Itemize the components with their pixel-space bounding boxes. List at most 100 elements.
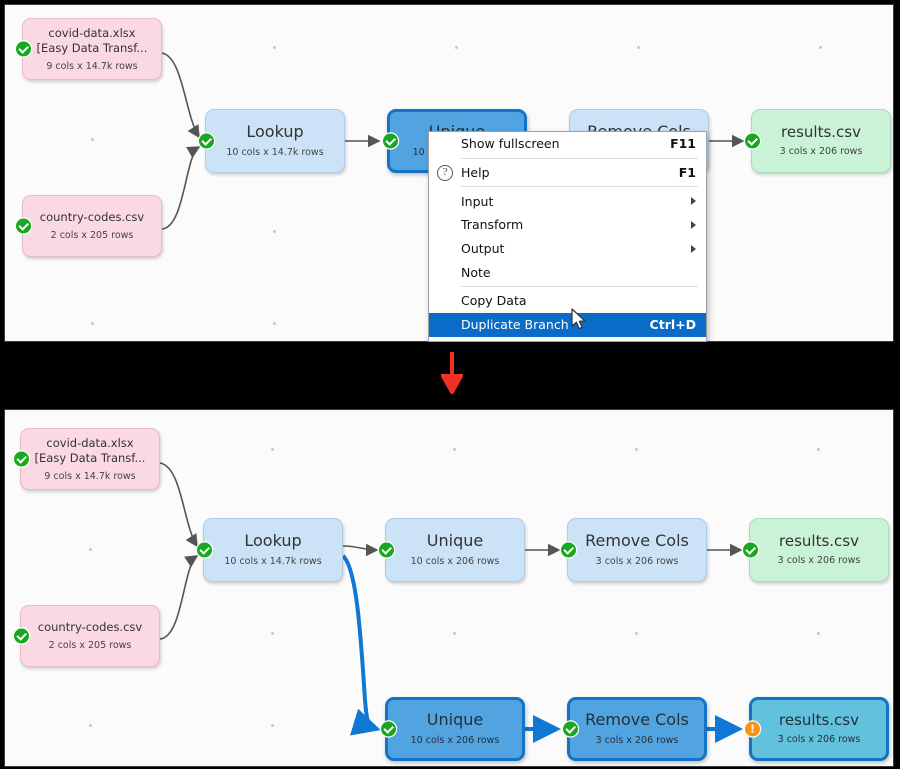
menu-item-shortcut: F1: [678, 165, 696, 181]
grid-dot: [273, 322, 276, 325]
success-check-icon: [561, 542, 576, 558]
warning-badge-icon: !: [745, 721, 760, 737]
node-title: Remove Cols: [585, 531, 689, 551]
workflow-node-unique[interactable]: Unique 10 cols x 206 rows: [379, 518, 525, 582]
menu-separator: [461, 286, 698, 288]
submenu-chevron-icon: [691, 244, 696, 253]
grid-dot: [817, 632, 820, 635]
success-check-icon: [745, 133, 760, 149]
grid-dot: [635, 632, 638, 635]
submenu-chevron-icon: [691, 220, 696, 229]
grid-dot: [819, 46, 822, 49]
menu-item-label: Input: [461, 193, 494, 209]
node-title-line2: [Easy Data Transf...: [36, 40, 148, 55]
workflow-node-results2[interactable]: ! results.csv 3 cols x 206 rows: [745, 697, 889, 761]
workflow-node-lookup[interactable]: Lookup 10 cols x 14.7k rows: [197, 518, 343, 582]
grid-dot: [635, 448, 638, 451]
node-dimensions-label: 3 cols x 206 rows: [595, 555, 679, 567]
node-title: Remove Cols: [585, 710, 689, 730]
grid-dot: [453, 448, 456, 451]
menu-item-transform[interactable]: Transform: [429, 213, 706, 237]
node-title: results.csv: [779, 531, 859, 550]
menu-item-shortcut: Ctrl+/: [655, 341, 696, 342]
node-dimensions-label: 3 cols x 206 rows: [595, 734, 679, 746]
menu-item-label: Copy Data: [461, 293, 527, 309]
menu-separator: [461, 157, 698, 159]
menu-item-label: Duplicate Branch: [461, 317, 569, 333]
menu-item-note[interactable]: Note: [429, 260, 706, 284]
success-check-icon: [381, 721, 396, 737]
node-dimensions-label: 3 cols x 206 rows: [779, 146, 863, 158]
node-title: Unique: [426, 531, 484, 551]
menu-item-input[interactable]: Input: [429, 189, 706, 213]
grid-dot: [637, 46, 640, 49]
menu-item-shortcut: Ctrl+D: [649, 317, 696, 333]
down-arrow-icon: [441, 352, 463, 394]
workflow-node-removecols2[interactable]: Remove Cols 3 cols x 206 rows: [563, 697, 707, 761]
grid-dot: [271, 632, 274, 635]
node-dimensions-label: 10 cols x 14.7k rows: [226, 146, 324, 158]
node-title: country-codes.csv: [39, 210, 145, 225]
success-check-icon: [743, 542, 758, 558]
node-dimensions-label: 2 cols x 205 rows: [48, 639, 132, 651]
success-check-icon: [197, 542, 212, 558]
node-title: covid-data.xlsx[Easy Data Transf...: [36, 26, 148, 55]
workflow-node-results[interactable]: results.csv 3 cols x 206 rows: [745, 109, 891, 173]
grid-dot: [817, 448, 820, 451]
grid-dot: [91, 138, 94, 141]
menu-item-output[interactable]: Output: [429, 237, 706, 261]
node-title: results.csv: [781, 122, 861, 141]
grid-dot: [455, 46, 458, 49]
node-title: results.csv: [779, 710, 859, 729]
submenu-chevron-icon: [691, 197, 696, 206]
node-dimensions-label: 9 cols x 14.7k rows: [46, 60, 138, 72]
workflow-node-removecols[interactable]: Remove Cols 3 cols x 206 rows: [561, 518, 707, 582]
menu-item-copy-data[interactable]: Copy Data: [429, 289, 706, 313]
workflow-canvas-after[interactable]: covid-data.xlsx[Easy Data Transf... 9 col…: [4, 409, 894, 767]
node-dimensions-label: 3 cols x 206 rows: [777, 555, 861, 567]
menu-item-zoom-selected[interactable]: Zoom Selected Ctrl+/: [429, 337, 706, 342]
workflow-node-lookup[interactable]: Lookup 10 cols x 14.7k rows: [199, 109, 345, 173]
menu-item-label: Help: [461, 165, 490, 181]
menu-item-label: Show fullscreen: [461, 136, 560, 152]
grid-dot: [91, 322, 94, 325]
grid-dot: [273, 46, 276, 49]
success-check-icon: [379, 542, 394, 558]
node-title: Lookup: [246, 122, 304, 142]
help-icon: ?: [429, 164, 461, 181]
node-title: covid-data.xlsx[Easy Data Transf...: [34, 436, 146, 465]
grid-dot: [271, 448, 274, 451]
node-dimensions-label: 10 cols x 206 rows: [410, 555, 500, 567]
success-check-icon: [199, 133, 214, 149]
workflow-node-covid[interactable]: covid-data.xlsx[Easy Data Transf... 9 col…: [14, 428, 160, 490]
grid-dot: [273, 230, 276, 233]
grid-dot: [89, 548, 92, 551]
node-title: country-codes.csv: [37, 620, 143, 635]
menu-item-label: Note: [461, 264, 491, 280]
success-check-icon: [383, 133, 398, 149]
grid-dot: [453, 632, 456, 635]
menu-item-label: Transform: [461, 217, 524, 233]
grid-dot: [271, 724, 274, 727]
menu-item-label: Zoom Selected: [461, 341, 637, 342]
node-title: Lookup: [244, 531, 302, 551]
node-dimensions-label: 3 cols x 206 rows: [777, 734, 861, 746]
menu-item-help[interactable]: ?Help F1: [429, 161, 706, 185]
workflow-node-ccodes[interactable]: country-codes.csv 2 cols x 205 rows: [14, 605, 160, 667]
node-dimensions-label: 9 cols x 14.7k rows: [44, 470, 136, 482]
node-title-line2: [Easy Data Transf...: [34, 450, 146, 465]
success-check-icon: [563, 721, 578, 737]
workflow-node-covid[interactable]: covid-data.xlsx[Easy Data Transf... 9 col…: [16, 18, 162, 80]
menu-separator: [461, 186, 698, 188]
grid-dot: [89, 724, 92, 727]
menu-item-duplicate-branch[interactable]: Duplicate Branch Ctrl+D: [429, 312, 706, 337]
success-check-icon: [14, 628, 29, 644]
node-dimensions-label: 10 cols x 14.7k rows: [224, 555, 322, 567]
workflow-node-results[interactable]: results.csv 3 cols x 206 rows: [743, 518, 889, 582]
success-check-icon: [14, 451, 29, 467]
